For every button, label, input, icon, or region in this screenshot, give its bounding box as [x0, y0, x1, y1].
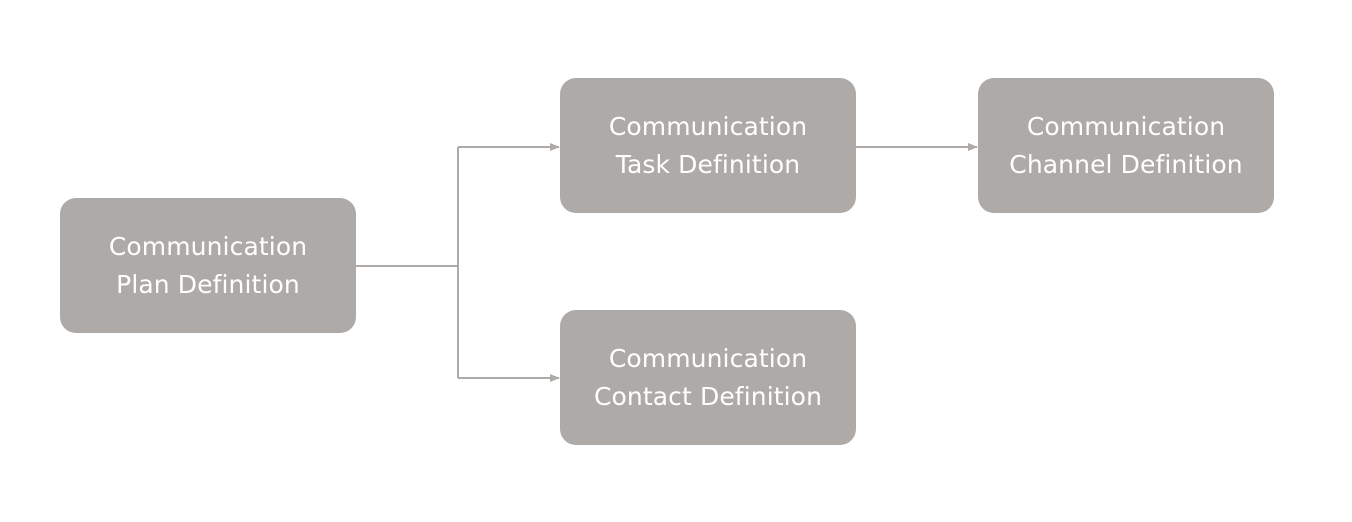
node-label-line1: Communication	[1026, 111, 1226, 141]
node-label-line1: Communication	[608, 343, 808, 373]
node-label-line2: Task Definition	[615, 149, 801, 179]
node-label: Communication Channel Definition	[1009, 108, 1242, 184]
node-label-line2: Contact Definition	[593, 381, 823, 411]
node-label-line1: Communication	[108, 231, 308, 261]
node-label: Communication Contact Definition	[594, 340, 822, 416]
node-communication-contact-definition: Communication Contact Definition	[560, 310, 856, 445]
node-label-line2: Channel Definition	[1009, 149, 1243, 179]
node-label: Communication Task Definition	[609, 108, 807, 184]
node-communication-task-definition: Communication Task Definition	[560, 78, 856, 213]
node-label-line2: Plan Definition	[116, 269, 300, 299]
node-communication-plan-definition: Communication Plan Definition	[60, 198, 356, 333]
node-label-line1: Communication	[608, 111, 808, 141]
node-communication-channel-definition: Communication Channel Definition	[978, 78, 1274, 213]
node-label: Communication Plan Definition	[109, 228, 307, 304]
